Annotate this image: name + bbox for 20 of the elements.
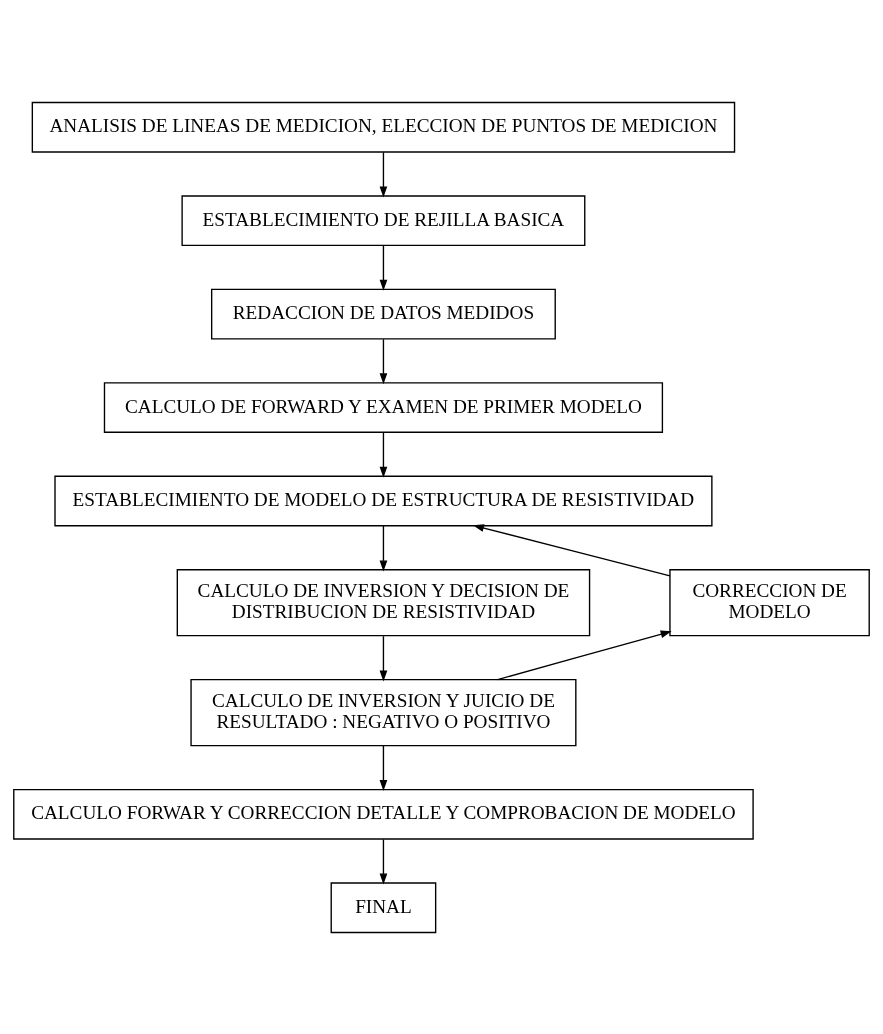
arrow (379, 838, 388, 884)
arrow (379, 744, 388, 791)
arrow (379, 431, 388, 478)
arrow (496, 630, 672, 680)
node-box: CALCULO FORWAR Y CORRECCION DETALLE Y COMPROBACION DE MODELO (13, 788, 754, 840)
node-box: ESTABLECIMIENTO DE MODELO DE ESTRUCTURA DE RESISTIVIDAD (54, 475, 713, 526)
node-box: CALCULO DE FORWARD Y EXAMEN DE PRIMER MODELO (103, 381, 664, 433)
node-box: CALCULO DE INVERSION Y DECISION DE DISTRIBUCION DE RESISTIVIDAD (176, 568, 591, 636)
arrow (379, 524, 388, 571)
arrow (379, 151, 388, 197)
node-box: REDACCION DE DATOS MEDIDOS (211, 288, 556, 340)
arrow (379, 338, 388, 384)
node-box: ESTABLECIMIENTO DE REJILLA BASICA (181, 194, 586, 246)
node-box: FINAL (330, 881, 437, 933)
arrow (379, 244, 388, 291)
node-box: CALCULO DE INVERSION Y JUICIO DE RESULTADO : NEGATIVO O POSITIVO (190, 678, 577, 746)
node-box: CORRECCION DE MODELO (669, 568, 870, 636)
arrow (379, 635, 388, 682)
arrow (472, 523, 671, 576)
node-box: ANALISIS DE LINEAS DE MEDICION, ELECCION DE PUNTOS DE MEDICION (31, 101, 736, 153)
